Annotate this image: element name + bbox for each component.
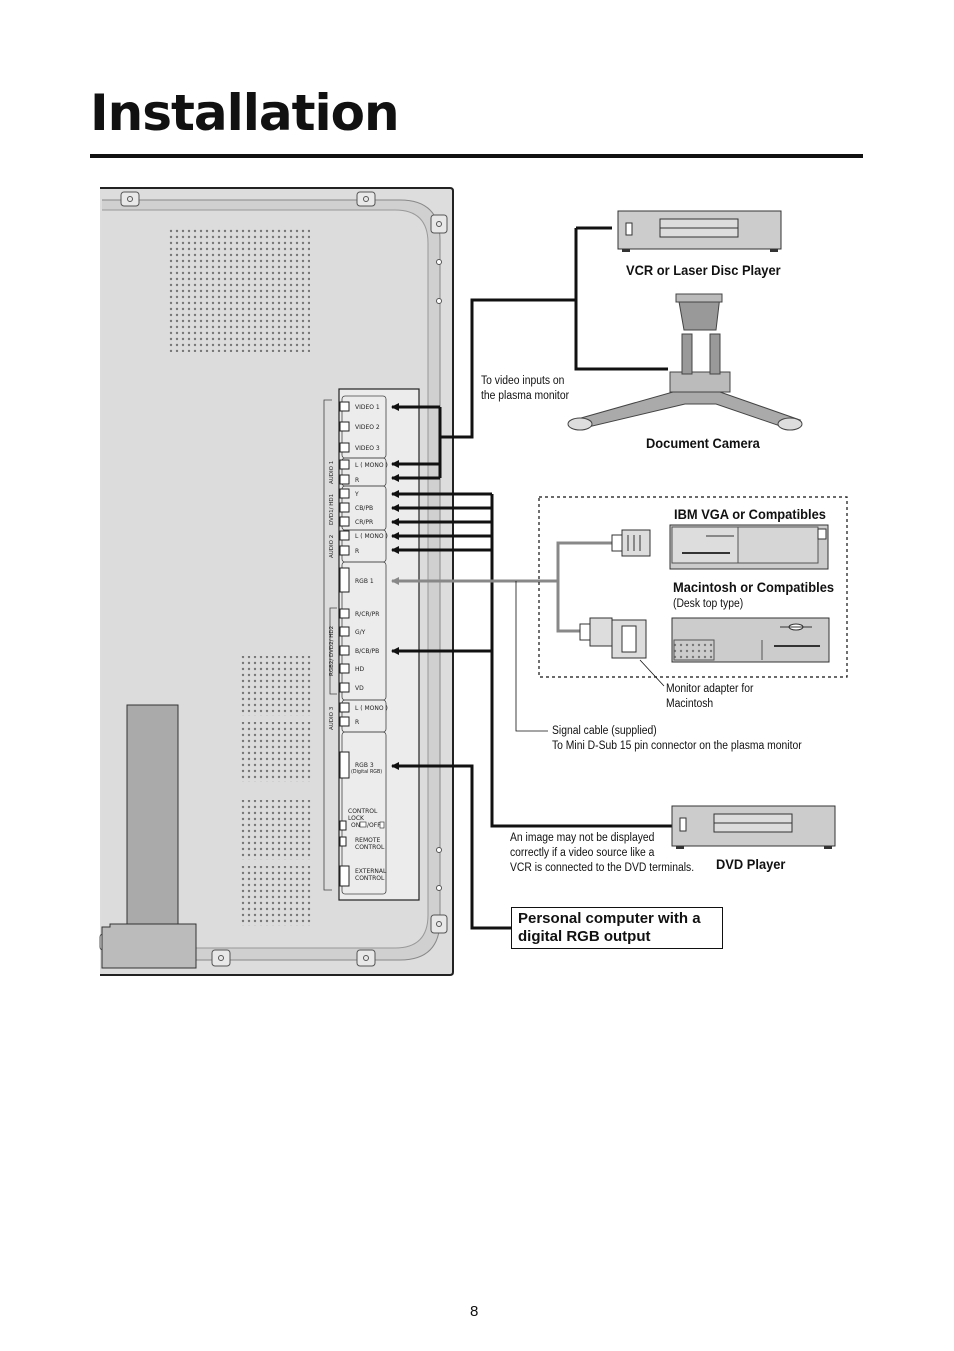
port-rgb1: RGB 1 xyxy=(355,578,374,585)
control-label: CONTROL xyxy=(348,808,378,815)
adapter-note-2: Macintosh xyxy=(666,698,714,710)
video-inputs-note-1: To video inputs on xyxy=(481,375,565,387)
video-cables xyxy=(391,226,668,482)
group-dvd1-hd1: DVD1/ HD1 xyxy=(329,494,335,525)
port-b-cb-pb: B/CB/PB xyxy=(355,648,379,655)
port-video2: VIDEO 2 xyxy=(355,424,380,431)
remote-control-label: CONTROL xyxy=(355,844,385,851)
terminal-panel: VIDEO 1 VIDEO 2 VIDEO 3 L ( MONO ) R Y C… xyxy=(323,388,420,901)
macintosh-icon xyxy=(671,617,830,663)
signal-cable-leader xyxy=(515,581,548,732)
mac-adapter-icon xyxy=(579,617,647,659)
port-audio2-r: R xyxy=(355,548,359,555)
group-audio3: AUDIO 3 xyxy=(329,706,335,730)
port-audio3-l: L ( MONO ) xyxy=(355,705,388,712)
lock-label: LOCK xyxy=(348,815,365,822)
vcr-icon xyxy=(617,210,782,252)
port-audio1-l: L ( MONO ) xyxy=(355,462,388,469)
port-hd: HD xyxy=(355,666,365,673)
rgb1-cable xyxy=(391,541,612,633)
ibm-label: IBM VGA or Compatibles xyxy=(674,506,826,522)
group-rgb2-dvd2-hd2: RGB2/ DVD2/ HD2 xyxy=(329,626,335,676)
remote-label: REMOTE xyxy=(355,837,381,844)
adapter-leader xyxy=(639,659,665,687)
lock-switch-icon xyxy=(359,821,367,828)
page-title: Installation xyxy=(90,84,400,142)
port-rgb3: RGB 3 xyxy=(355,762,374,769)
group-audio1: AUDIO 1 xyxy=(329,461,335,484)
port-cbpb: CB/PB xyxy=(355,505,373,512)
title-rule xyxy=(90,154,863,158)
port-r-cr-pr: R/CR/PR xyxy=(355,611,379,618)
port-audio3-r: R xyxy=(355,719,359,726)
dvd-player-icon xyxy=(671,805,836,849)
port-video1: VIDEO 1 xyxy=(355,404,380,411)
port-audio2-l: L ( MONO ) xyxy=(355,533,388,540)
on-label: ON xyxy=(351,822,360,829)
external-control-label: CONTROL xyxy=(355,875,385,882)
personal-computer-box: Personal computer with a digital RGB out… xyxy=(511,907,723,949)
dvd-warning-3: VCR is connected to the DVD terminals. xyxy=(510,862,695,874)
external-label: EXTERNAL xyxy=(355,868,387,875)
adapter-note-1: Monitor adapter for xyxy=(666,683,754,695)
signal-cable-note-1: Signal cable (supplied) xyxy=(552,725,657,737)
dvd-label: DVD Player xyxy=(716,856,786,872)
port-video3: VIDEO 3 xyxy=(355,445,380,452)
ibm-pc-icon xyxy=(669,524,829,570)
document-camera-icon xyxy=(567,293,803,431)
dvd-warning-2: correctly if a video source like a xyxy=(510,847,655,859)
vga-connector-icon xyxy=(611,529,651,557)
port-vd: VD xyxy=(355,685,364,692)
port-y: Y xyxy=(354,491,359,498)
off-label: /OFF xyxy=(367,822,381,829)
port-crpr: CR/PR xyxy=(355,519,373,526)
digital-rgb-cable xyxy=(391,762,511,930)
mac-note: (Desk top type) xyxy=(673,598,744,610)
video-inputs-note-2: the plasma monitor xyxy=(481,390,570,402)
group-audio2: AUDIO 2 xyxy=(329,535,335,558)
port-audio1-r: R xyxy=(355,477,359,484)
mac-label: Macintosh or Compatibles xyxy=(673,579,835,595)
vcr-label: VCR or Laser Disc Player xyxy=(626,262,781,278)
dvd-warning-1: An image may not be displayed xyxy=(510,832,655,844)
page-number: 8 xyxy=(470,1303,479,1320)
port-digital-rgb: (Digital RGB) xyxy=(351,769,382,775)
port-g-y: G/Y xyxy=(355,629,366,636)
lock-off-icon xyxy=(379,821,385,829)
signal-cable-note-2: To Mini D-Sub 15 pin connector on the pl… xyxy=(552,740,802,752)
dvd-cables xyxy=(391,490,672,828)
computer-group-box xyxy=(538,496,848,678)
document-camera-label: Document Camera xyxy=(646,435,760,451)
